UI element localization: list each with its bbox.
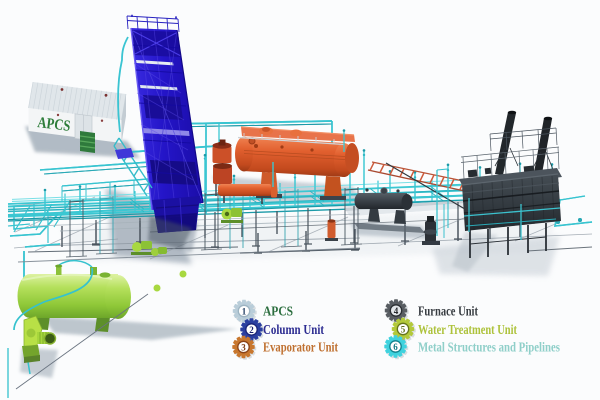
svg-text:2: 2 (249, 325, 254, 335)
svg-text:APCS: APCS (263, 305, 293, 320)
svg-text:5: 5 (401, 325, 406, 335)
svg-text:3: 3 (241, 343, 246, 353)
svg-text:Column Unit: Column Unit (263, 323, 324, 338)
svg-text:Metal Structures and Pipelines: Metal Structures and Pipelines (418, 341, 560, 356)
svg-text:Evaporator Unit: Evaporator Unit (263, 341, 338, 356)
svg-text:Furnace Unit: Furnace Unit (418, 305, 478, 320)
svg-text:6: 6 (393, 342, 398, 352)
svg-text:APCS: APCS (37, 114, 72, 135)
svg-text:1: 1 (242, 307, 247, 317)
svg-text:4: 4 (394, 306, 399, 316)
svg-text:Water Treatment Unit: Water Treatment Unit (418, 323, 517, 338)
